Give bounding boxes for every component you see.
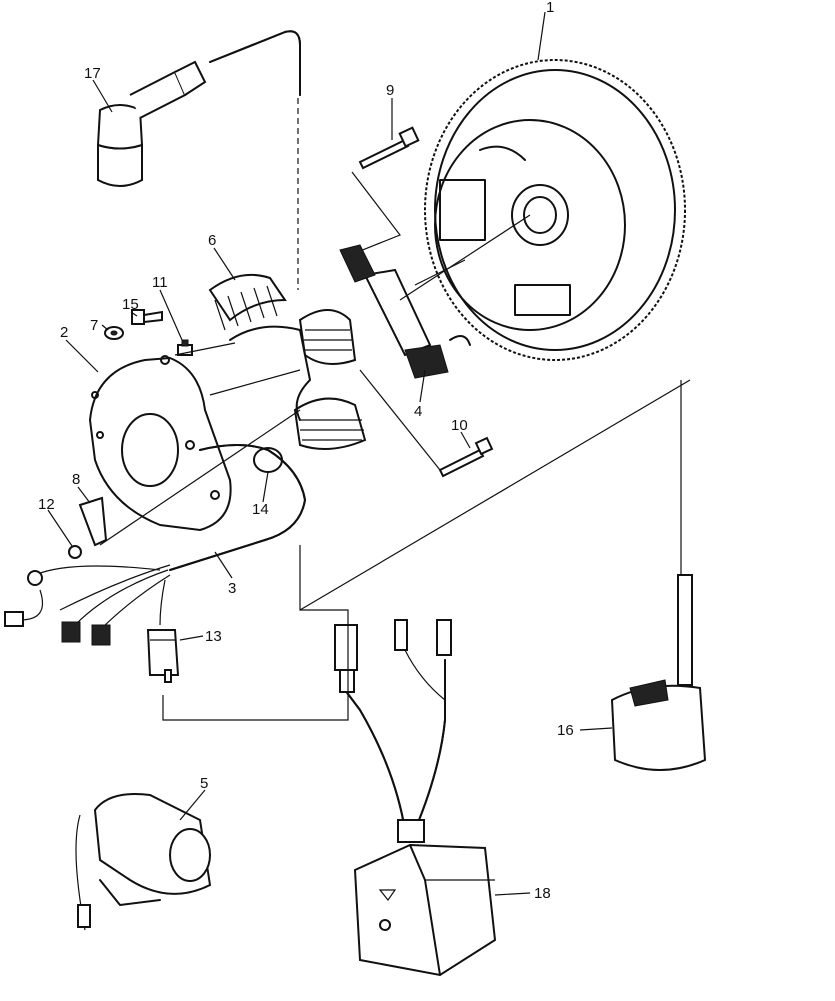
- wire-harness: [4, 539, 266, 646]
- screw-11: [177, 339, 193, 356]
- flywheel: [424, 59, 686, 361]
- clamp-8: [78, 496, 108, 547]
- callout-11: 11: [152, 274, 168, 291]
- callout-10: 10: [451, 417, 468, 434]
- washer-7: [104, 326, 124, 340]
- callout-1: 1: [546, 0, 554, 16]
- connection-lines: [99, 214, 691, 721]
- callout-9: 9: [386, 82, 394, 99]
- callout-12: 12: [38, 496, 55, 513]
- callout-15: 15: [122, 296, 139, 313]
- callout-3: 3: [228, 580, 236, 597]
- callout-8: 8: [72, 471, 80, 488]
- callout-labels: 1 2 3 4 5 6 7 8 9 10 11 12 13 14 15 16 1…: [38, 0, 574, 902]
- bolt-9: [349, 126, 420, 256]
- cdi-leads: [334, 619, 452, 843]
- callout-14: 14: [252, 501, 269, 518]
- callout-leaders: [47, 11, 613, 896]
- callout-6: 6: [208, 232, 216, 249]
- callout-5: 5: [200, 775, 208, 792]
- spark-plug-cap: [96, 60, 207, 187]
- callout-7: 7: [90, 317, 98, 334]
- stator-coils: [208, 273, 367, 450]
- screw-12: [68, 545, 82, 559]
- stator-plate: [88, 355, 232, 532]
- connector-13: [146, 629, 180, 683]
- screw-15: [131, 309, 163, 325]
- pulser-coil: [339, 244, 471, 379]
- callout-2: 2: [60, 324, 68, 341]
- screw-10: [359, 369, 494, 478]
- callout-17: 17: [84, 65, 101, 82]
- callout-16: 16: [557, 722, 574, 739]
- callout-13: 13: [205, 628, 222, 645]
- cdi-box: [353, 843, 497, 977]
- high-tension-lead: [209, 30, 301, 290]
- callout-4: 4: [414, 403, 422, 420]
- starter-solenoid: [75, 793, 212, 931]
- callout-18: 18: [534, 885, 551, 902]
- ignition-coil: [610, 380, 707, 771]
